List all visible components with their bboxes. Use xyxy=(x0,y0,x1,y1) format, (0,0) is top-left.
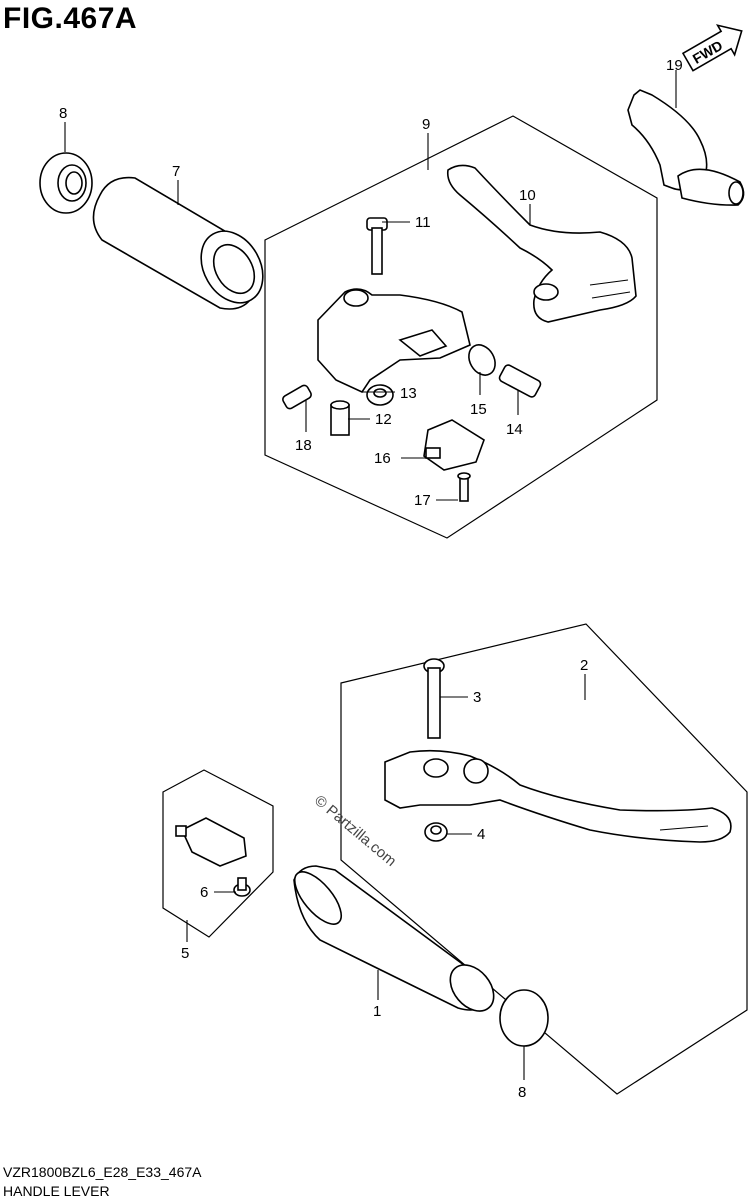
callout-11: 11 xyxy=(415,214,431,231)
adjuster-15 xyxy=(468,344,496,376)
screw-14 xyxy=(498,364,542,398)
end-cap-8-lower xyxy=(499,989,549,1047)
figure-name: HANDLE LEVER xyxy=(3,1183,110,1199)
callout-8-upper: 8 xyxy=(59,105,67,122)
nut-13 xyxy=(366,384,394,406)
figure-code: VZR1800BZL6_E28_E33_467A xyxy=(3,1164,202,1180)
switch-5 xyxy=(175,817,247,867)
callout-2: 2 xyxy=(580,657,588,674)
fwd-arrow-icon: FWD xyxy=(681,24,743,72)
callout-19: 19 xyxy=(666,57,683,74)
callout-13: 13 xyxy=(400,385,417,402)
callout-8-lower: 8 xyxy=(518,1084,526,1101)
callout-12: 12 xyxy=(375,411,392,428)
assembly-9-frame xyxy=(264,115,658,539)
callout-14: 14 xyxy=(506,421,523,438)
callout-7: 7 xyxy=(172,163,180,180)
leader-lines xyxy=(64,70,677,1080)
callout-10: 10 xyxy=(519,187,536,204)
lever-bracket-upper xyxy=(317,288,471,394)
bolt-11 xyxy=(366,217,388,275)
callout-4: 4 xyxy=(477,826,485,843)
callout-6: 6 xyxy=(200,884,208,901)
bearing-8-upper xyxy=(39,152,93,214)
cover-19 xyxy=(627,89,745,206)
grip-1 xyxy=(293,865,495,1012)
lever-2 xyxy=(384,749,732,843)
figure-title: FIG.467A xyxy=(3,2,138,35)
callout-16: 16 xyxy=(374,450,391,467)
assembly-5-frame xyxy=(162,769,274,938)
screw-18 xyxy=(282,384,312,410)
callout-18: 18 xyxy=(295,437,312,454)
assembly-2-frame xyxy=(340,623,748,1095)
grip-7 xyxy=(92,176,264,310)
callout-17: 17 xyxy=(414,492,431,509)
lever-10 xyxy=(446,164,637,323)
callout-9: 9 xyxy=(422,116,430,133)
nut-4 xyxy=(424,822,448,842)
callout-1: 1 xyxy=(373,1003,381,1020)
callout-labels: 8 7 9 10 11 13 12 15 14 18 16 17 19 2 3 … xyxy=(59,57,683,1101)
screw-6 xyxy=(233,877,251,897)
switch-16 xyxy=(423,419,485,471)
bolt-3 xyxy=(423,658,445,739)
callout-3: 3 xyxy=(473,689,481,706)
screw-17 xyxy=(457,472,471,502)
callout-5: 5 xyxy=(181,945,189,962)
collar-12 xyxy=(330,400,350,436)
callout-15: 15 xyxy=(470,401,487,418)
